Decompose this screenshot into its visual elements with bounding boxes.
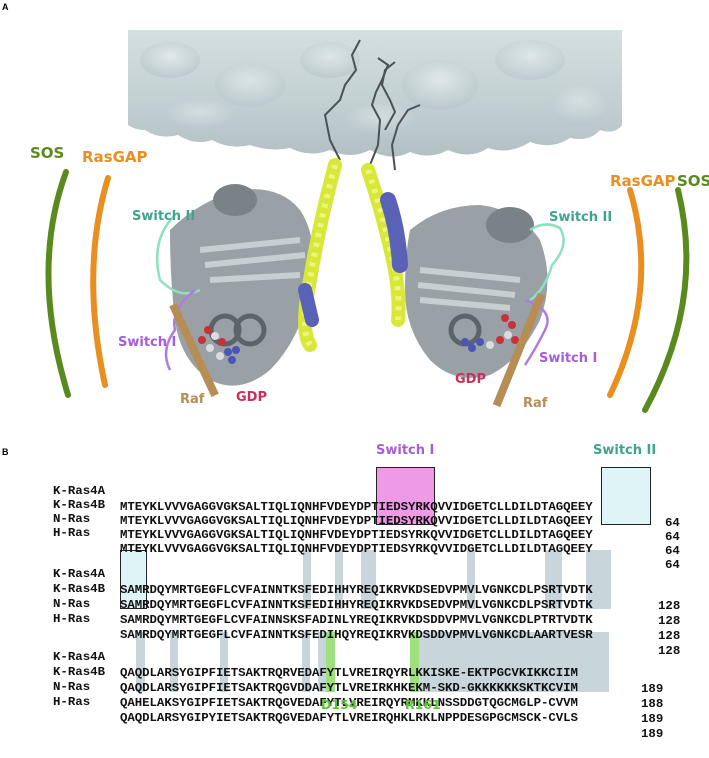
shade-col bbox=[467, 550, 475, 609]
raf-bar-right bbox=[492, 292, 546, 408]
sequence-name: H-Ras bbox=[53, 526, 91, 540]
sequence-name: H-Ras bbox=[53, 612, 91, 626]
alignment-row: K-Ras4A MTEYKLVVVGAGGVGKSALTIQLIQNHFVDEY… bbox=[0, 467, 680, 530]
alignment-row: K-Ras4B SAMRDQYMRTGEGFLCVFAINNTKSFEDIHHY… bbox=[0, 565, 680, 628]
panel-b-label: B bbox=[2, 447, 9, 457]
switch1-box bbox=[376, 467, 435, 525]
switch2-label-left: Switch II bbox=[132, 209, 196, 224]
sequence-name: K-Ras4A bbox=[53, 567, 106, 581]
shade-col bbox=[361, 550, 369, 609]
sequence: SAMRDQYMRTGEGFLCVFAINNTKSFEDIHHYREQIKRVK… bbox=[120, 598, 593, 612]
residue-count: 188 bbox=[641, 697, 664, 711]
rasgap-bracket-right bbox=[607, 187, 645, 398]
r161-label: R161 bbox=[405, 697, 441, 712]
sequence: QAQDLARSYGIPFIETSAKTRQRVEDAFYTLVREIRQYRL… bbox=[120, 666, 578, 680]
switch2-label-right: Switch II bbox=[549, 210, 613, 225]
shade-col bbox=[545, 550, 562, 609]
alignment-row: H-Ras SAMRDQYMRTGEGFLCVFAINNTKSFEDIHQYRE… bbox=[0, 595, 680, 658]
alignment-row: K-Ras4B QAQDLARSYGIPFIETSAKTRQGVDDAFYTLV… bbox=[0, 648, 663, 711]
sos-label-left: SOS bbox=[30, 144, 65, 162]
switch2-header: Switch II bbox=[593, 443, 657, 458]
sequence-name: K-Ras4A bbox=[53, 484, 106, 498]
sequence: MTEYKLVVVGAGGVGKSALTIQLIQNHFVDEYDPTIEDSY… bbox=[120, 528, 593, 542]
sequence: SAMRDQYMRTGEGFLCVFAINNSKSFADINLYREQIKRVK… bbox=[120, 613, 593, 627]
shade-col bbox=[220, 632, 228, 692]
residue-count: 64 bbox=[665, 516, 680, 530]
raf-label-left: Raf bbox=[180, 392, 205, 407]
switch1-label-right: Switch I bbox=[539, 351, 598, 366]
sequence-name: K-Ras4B bbox=[53, 582, 106, 596]
residue-count: 64 bbox=[665, 558, 680, 572]
switch1-header: Switch I bbox=[376, 443, 435, 458]
alignment-row: N-Ras MTEYKLVVVGAGGVGKSALTIQLIQNHFVDEYDP… bbox=[0, 495, 680, 558]
right-ras-monomer bbox=[405, 205, 565, 378]
shade-col bbox=[170, 632, 178, 692]
ras-structure-illustration bbox=[45, 30, 690, 413]
alignment-row: H-Ras QAQDLARSYGIPYIETSAKTRQGVEDAFYTLVRE… bbox=[0, 678, 663, 741]
alignment-row: N-Ras SAMRDQYMRTGEGFLCVFAINNSKSFADINLYRE… bbox=[0, 580, 680, 643]
switch1-label-left: Switch I bbox=[118, 335, 177, 350]
r161-highlight bbox=[410, 632, 419, 692]
residue-count: 64 bbox=[665, 530, 680, 544]
alignment-row: K-Ras4B MTEYKLVVVGAGGVGKSALTIQLIQNHFVDEY… bbox=[0, 481, 680, 544]
sequence-name: K-Ras4A bbox=[53, 650, 106, 664]
sequence-name: N-Ras bbox=[53, 512, 91, 526]
switch2-box-block2 bbox=[120, 550, 147, 609]
sequence: MTEYKLVVVGAGGVGKSALTIQLIQNHFVDEYDPTIEDSY… bbox=[120, 514, 593, 528]
sos-bracket-right bbox=[642, 187, 690, 413]
residue-count: 64 bbox=[665, 544, 680, 558]
residue-count: 189 bbox=[641, 682, 664, 696]
shade-col bbox=[302, 632, 310, 692]
residue-count: 128 bbox=[658, 614, 681, 628]
sequence-name: H-Ras bbox=[53, 695, 91, 709]
raf-bar-left bbox=[169, 302, 219, 398]
alignment-row: H-Ras MTEYKLVVVGAGGVGKSALTIQLIQNHFVDEYDP… bbox=[0, 509, 680, 572]
shade-col bbox=[368, 550, 376, 609]
sequence: QAHELAKSYGIPFIETSAKTRQGVEDAFYTLVREIRQYRM… bbox=[120, 696, 578, 710]
sequence: QAQDLARSYGIPYIETSAKTRQGVEDAFYTLVREIRQHKL… bbox=[120, 711, 578, 725]
shade-col bbox=[586, 550, 611, 609]
alignment-row: K-Ras4A QAQDLARSYGIPFIETSAKTRQRVEDAFYTLV… bbox=[0, 633, 663, 696]
residue-count: 128 bbox=[658, 629, 681, 643]
d154-highlight bbox=[326, 632, 335, 692]
ras-dimer-membrane-figure: SOS RasGAP Switch II Switch I Raf GDP Ra… bbox=[30, 30, 709, 413]
sequence: QAQDLARSYGIPFIETSAKTRQGVDDAFYTLVREIRKHKE… bbox=[120, 681, 578, 695]
shade-col bbox=[335, 550, 343, 609]
sos-bracket-left bbox=[45, 169, 71, 398]
rasgap-label-left: RasGAP bbox=[82, 148, 148, 166]
sos-label-right: SOS bbox=[677, 172, 709, 190]
shade-col bbox=[136, 632, 145, 692]
residue-count: 189 bbox=[641, 712, 664, 726]
sequence-name: N-Ras bbox=[53, 680, 91, 694]
sequence-name: K-Ras4B bbox=[53, 498, 106, 512]
residue-count: 128 bbox=[658, 599, 681, 613]
residue-count: 189 bbox=[641, 727, 664, 741]
raf-label-right: Raf bbox=[523, 396, 548, 411]
left-ras-monomer bbox=[155, 184, 314, 386]
gdp-label-left: GDP bbox=[236, 390, 267, 405]
shade-col bbox=[303, 550, 311, 609]
rasgap-bracket-left bbox=[90, 175, 111, 388]
interface-helices bbox=[298, 158, 408, 352]
sequence: SAMRDQYMRTGEGFLCVFAINNTKSFEDIHHYREQIKRVK… bbox=[120, 583, 593, 597]
shade-tail bbox=[419, 632, 609, 692]
alignment-row: N-Ras QAHELAKSYGIPFIETSAKTRQGVEDAFYTLVRE… bbox=[0, 663, 663, 726]
sequence-name: K-Ras4B bbox=[53, 665, 106, 679]
sequence: MTEYKLVVVGAGGVGKSALTIQLIQNHFVDEYDPTIEDSY… bbox=[120, 500, 593, 514]
sequence: SAMRDQYMRTGEGFLCVFAINNTKSFEDIHQYREQIKRVK… bbox=[120, 628, 593, 642]
d154-label: D154 bbox=[321, 697, 358, 712]
gdp-label-right: GDP bbox=[455, 372, 486, 387]
sequence: MTEYKLVVVGAGGVGKSALTIQLIQNHFVDEYDPTIEDSY… bbox=[120, 542, 593, 556]
residue-count: 128 bbox=[658, 644, 681, 658]
rasgap-label-right: RasGAP bbox=[610, 172, 676, 190]
panel-a-label: A bbox=[2, 2, 9, 12]
switch2-box-block1 bbox=[601, 467, 651, 525]
alignment-row: K-Ras4A SAMRDQYMRTGEGFLCVFAINNTKSFEDIHHY… bbox=[0, 550, 680, 613]
lipid-anchors bbox=[323, 39, 421, 171]
shade-col bbox=[318, 632, 327, 692]
sequence-name: N-Ras bbox=[53, 597, 91, 611]
